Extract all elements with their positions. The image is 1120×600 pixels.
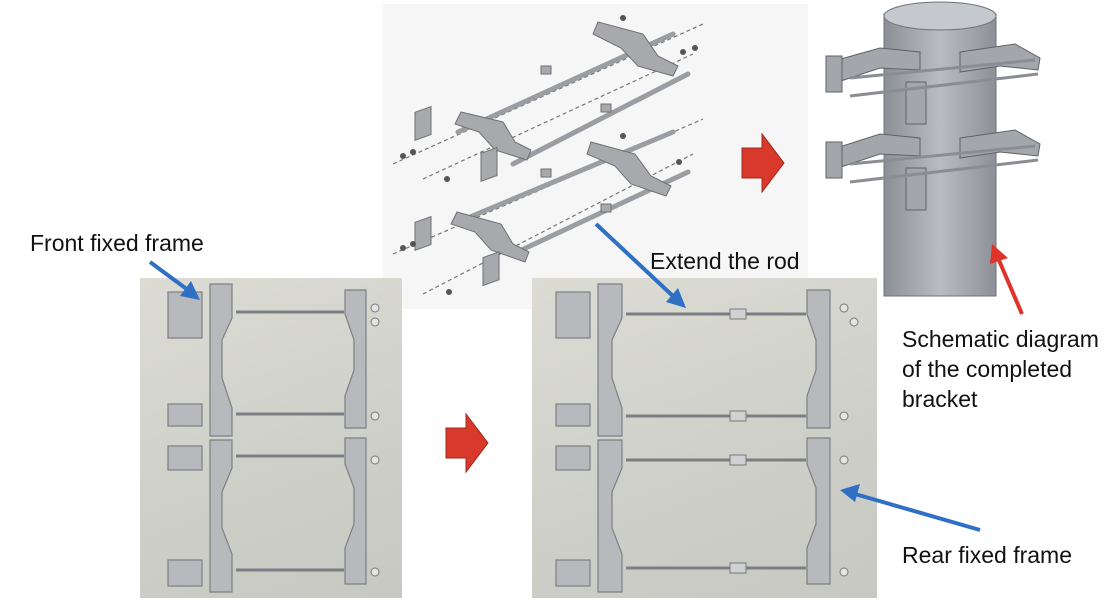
completed-bracket-schematic [810, 0, 1050, 300]
right-arrow-icon [445, 412, 489, 474]
extend-rod-label: Extend the rod [650, 248, 800, 274]
exploded-assembly-drawing [383, 4, 808, 309]
front-fixed-frame-label: Front fixed frame [30, 230, 204, 256]
right-arrow-icon [741, 132, 785, 194]
schematic-label-line: Schematic diagram [902, 326, 1099, 352]
schematic-label-line: of the completed [902, 356, 1073, 382]
photo-disassembled-bracket [140, 278, 402, 598]
photo-rod-extended [532, 278, 877, 598]
front-frame-pointer-arrow [148, 260, 200, 300]
extend-rod-pointer-arrow [594, 222, 686, 308]
schematic-diagram-label: Schematic diagram of the completed brack… [902, 324, 1099, 414]
schematic-pointer-arrow [990, 244, 1024, 315]
rear-frame-pointer-arrow [840, 484, 981, 532]
rear-fixed-frame-label: Rear fixed frame [902, 542, 1073, 568]
schematic-label-line: bracket [902, 386, 978, 412]
